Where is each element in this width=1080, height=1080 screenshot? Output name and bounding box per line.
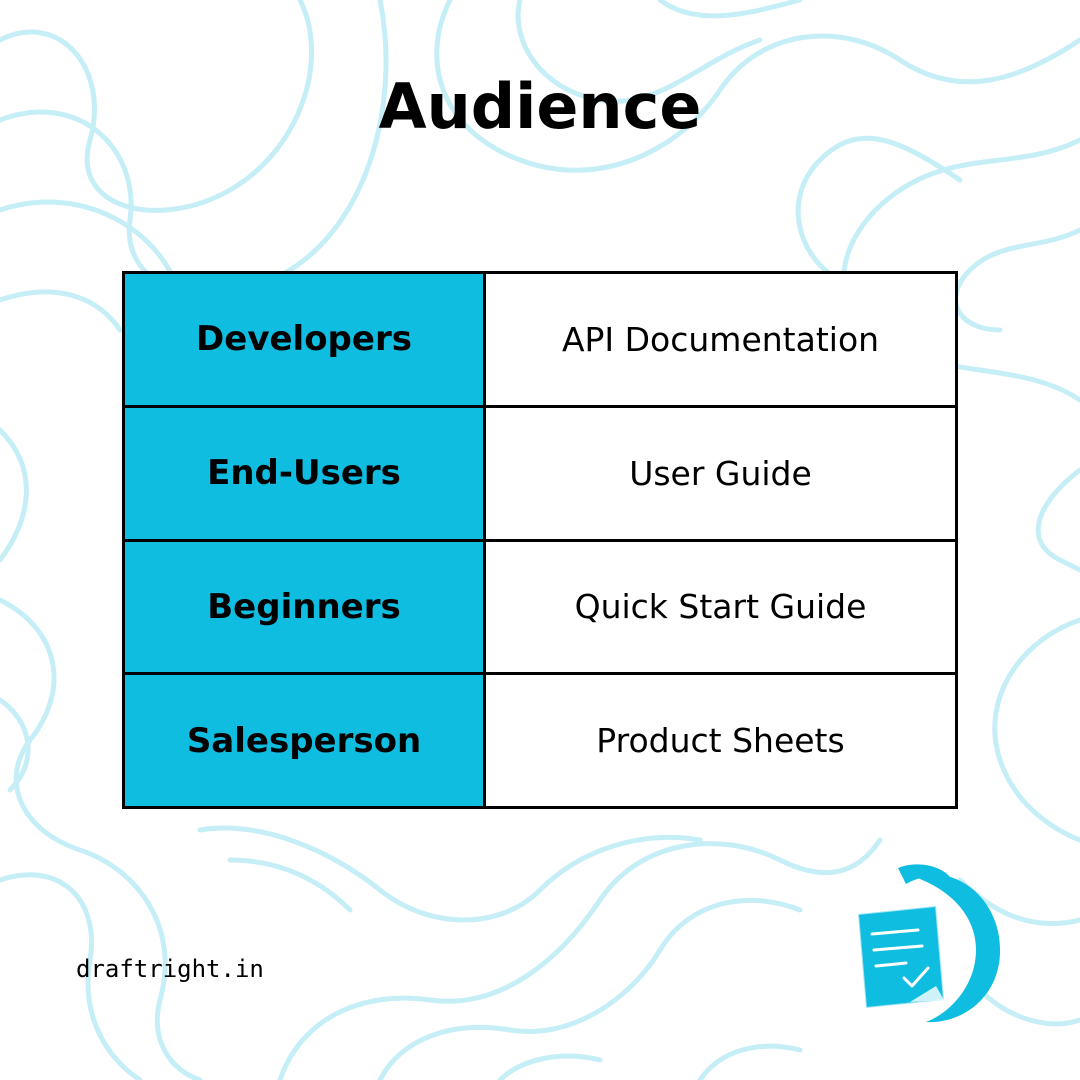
table-row: Developers API Documentation (122, 271, 958, 408)
audience-cell: Beginners (122, 538, 486, 676)
audience-cell: End-Users (122, 404, 486, 542)
audience-cell: Developers (122, 271, 486, 408)
audience-cell: Salesperson (122, 672, 486, 809)
document-quill-logo-icon (856, 864, 1001, 1023)
audience-table: Developers API Documentation End-Users U… (122, 271, 958, 809)
page-title: Audience (378, 70, 702, 143)
site-url: draftright.in (76, 955, 264, 983)
table-row: End-Users User Guide (122, 404, 958, 542)
table-row: Salesperson Product Sheets (122, 672, 958, 809)
document-cell: Quick Start Guide (483, 538, 958, 676)
document-cell: API Documentation (483, 271, 958, 408)
document-cell: Product Sheets (483, 672, 958, 809)
document-cell: User Guide (483, 404, 958, 542)
table-row: Beginners Quick Start Guide (122, 538, 958, 676)
